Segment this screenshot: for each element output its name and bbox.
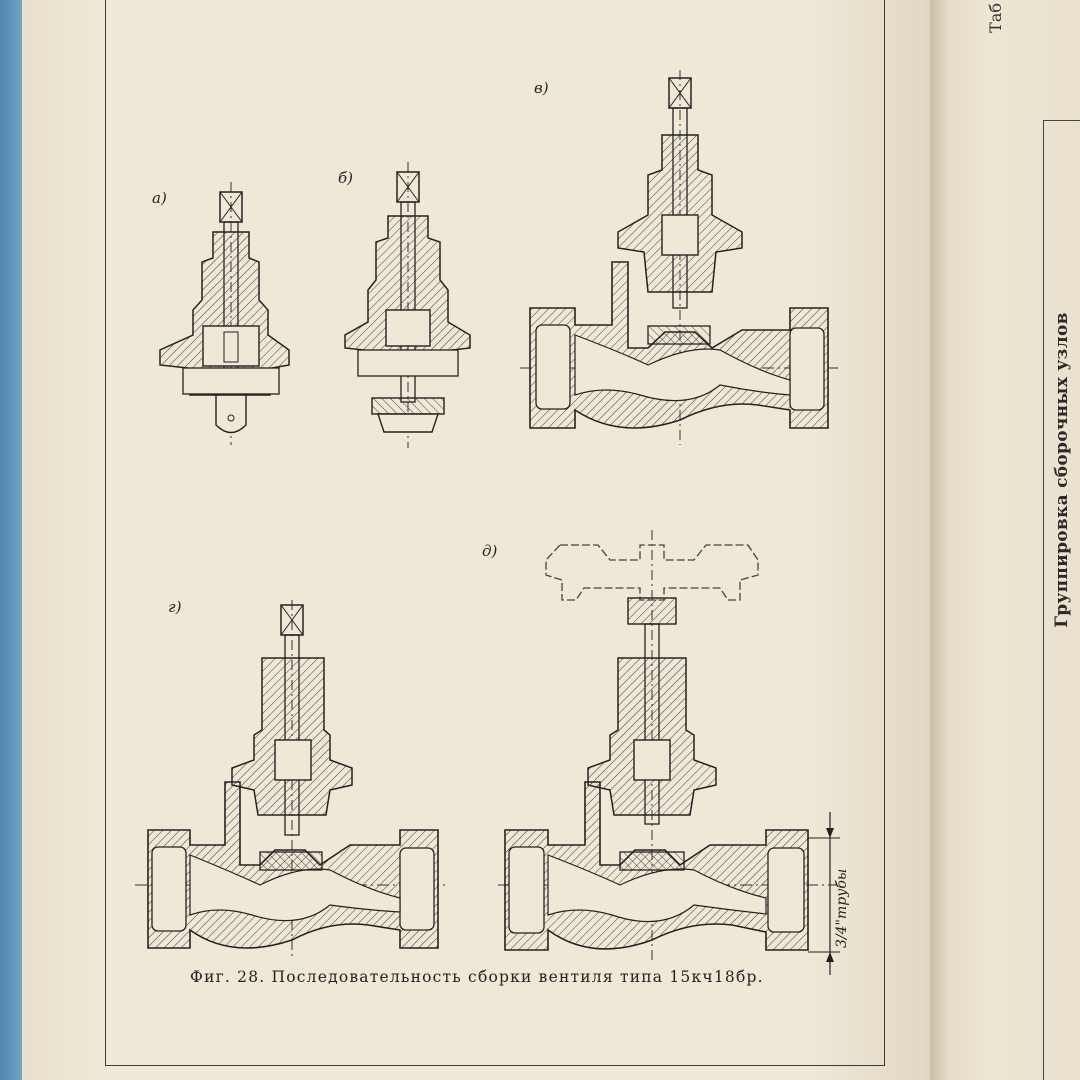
page-frame xyxy=(105,0,885,1066)
right-page xyxy=(930,0,1080,1080)
drawing-v xyxy=(520,70,838,445)
drawing-g xyxy=(135,600,445,958)
label-a: а) xyxy=(152,189,167,207)
drawing-d: 3/4"трубы xyxy=(498,530,850,975)
label-d: д) xyxy=(482,542,498,560)
label-g: г) xyxy=(168,598,182,616)
figure-caption: Фиг. 28. Последовательность сборки венти… xyxy=(190,968,764,986)
right-page-rule xyxy=(1043,120,1044,1080)
right-page-rule-top xyxy=(1043,120,1080,121)
drawing-a xyxy=(159,182,290,445)
drawing-b xyxy=(344,162,471,448)
dimension-label: 3/4"трубы xyxy=(834,869,850,948)
label-v: в) xyxy=(534,79,549,97)
label-b: б) xyxy=(338,169,353,187)
